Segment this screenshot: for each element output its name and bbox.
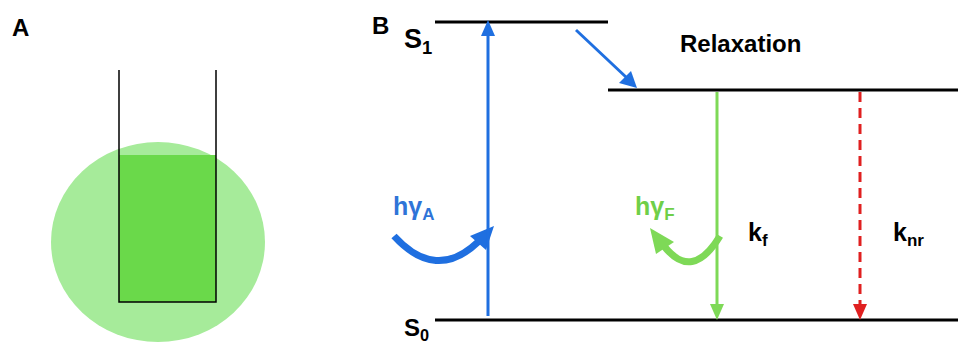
nonradiative-arrow [859, 92, 862, 306]
liquid [119, 155, 216, 302]
level-relaxed [608, 89, 958, 92]
level-s0 [435, 319, 958, 322]
absorption-arrow [481, 20, 495, 316]
arrow-head [481, 20, 495, 36]
energy-level: S1 [400, 20, 610, 58]
fluorescence-arrow [716, 92, 719, 306]
photon-out-arrow [664, 236, 720, 262]
arrow-head [470, 226, 494, 250]
arrow-head [853, 304, 867, 320]
photon-label: hγF [635, 192, 675, 221]
process-label: Relaxation [680, 30, 801, 58]
level-s1 [435, 21, 608, 24]
panel-letter: A [12, 14, 29, 42]
arrow-head [619, 71, 637, 88]
energy-level: S0 [400, 316, 958, 345]
glow [51, 142, 265, 342]
arrow-head [650, 228, 674, 254]
rate-constant: kf [748, 218, 768, 247]
panel-letter: B [372, 12, 389, 40]
level-label: S0 [404, 316, 958, 340]
cuvette [119, 70, 216, 302]
rate-constant: knr [893, 218, 924, 247]
arrow-head [710, 304, 724, 320]
photon-in-arrow [394, 236, 478, 261]
level-label: S1 [404, 26, 610, 53]
photon-label: hγA [393, 192, 434, 221]
relaxation-arrow [576, 30, 627, 78]
